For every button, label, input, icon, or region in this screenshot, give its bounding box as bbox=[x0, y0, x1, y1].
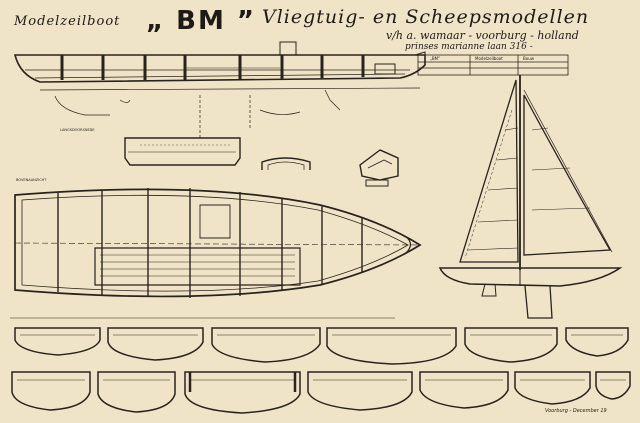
detail-parts bbox=[261, 149, 399, 187]
company-address: prinses marianne laan 316 - bbox=[405, 42, 533, 52]
plan-view-label: BOVENAANZICHT bbox=[16, 178, 47, 182]
body-sections-row2 bbox=[11, 371, 631, 414]
titleblock-bouw: Bouw bbox=[523, 56, 534, 61]
keel-section bbox=[124, 137, 241, 166]
signature: Voorburg - December 19 bbox=[545, 408, 607, 414]
model-name: „ BM ” bbox=[146, 6, 256, 36]
hull-profile bbox=[13, 41, 426, 83]
company-title: Vliegtuig- en Scheepsmodellen bbox=[262, 6, 590, 28]
model-label: Modelzeilboot bbox=[14, 14, 121, 29]
body-sections-row1 bbox=[10, 317, 629, 365]
hull-plan-view bbox=[14, 188, 422, 298]
title-block-box bbox=[417, 54, 569, 76]
titleblock-type: Modelzeilboot bbox=[475, 56, 503, 61]
titleblock-bm: „BM” bbox=[430, 56, 441, 61]
hull-section-label: LANGSDOORSNEDE bbox=[60, 128, 95, 132]
sail-plan bbox=[438, 75, 623, 319]
keel-profile bbox=[39, 87, 421, 140]
company-subtitle: v/h a. wamaar - voorburg - holland bbox=[386, 29, 579, 42]
